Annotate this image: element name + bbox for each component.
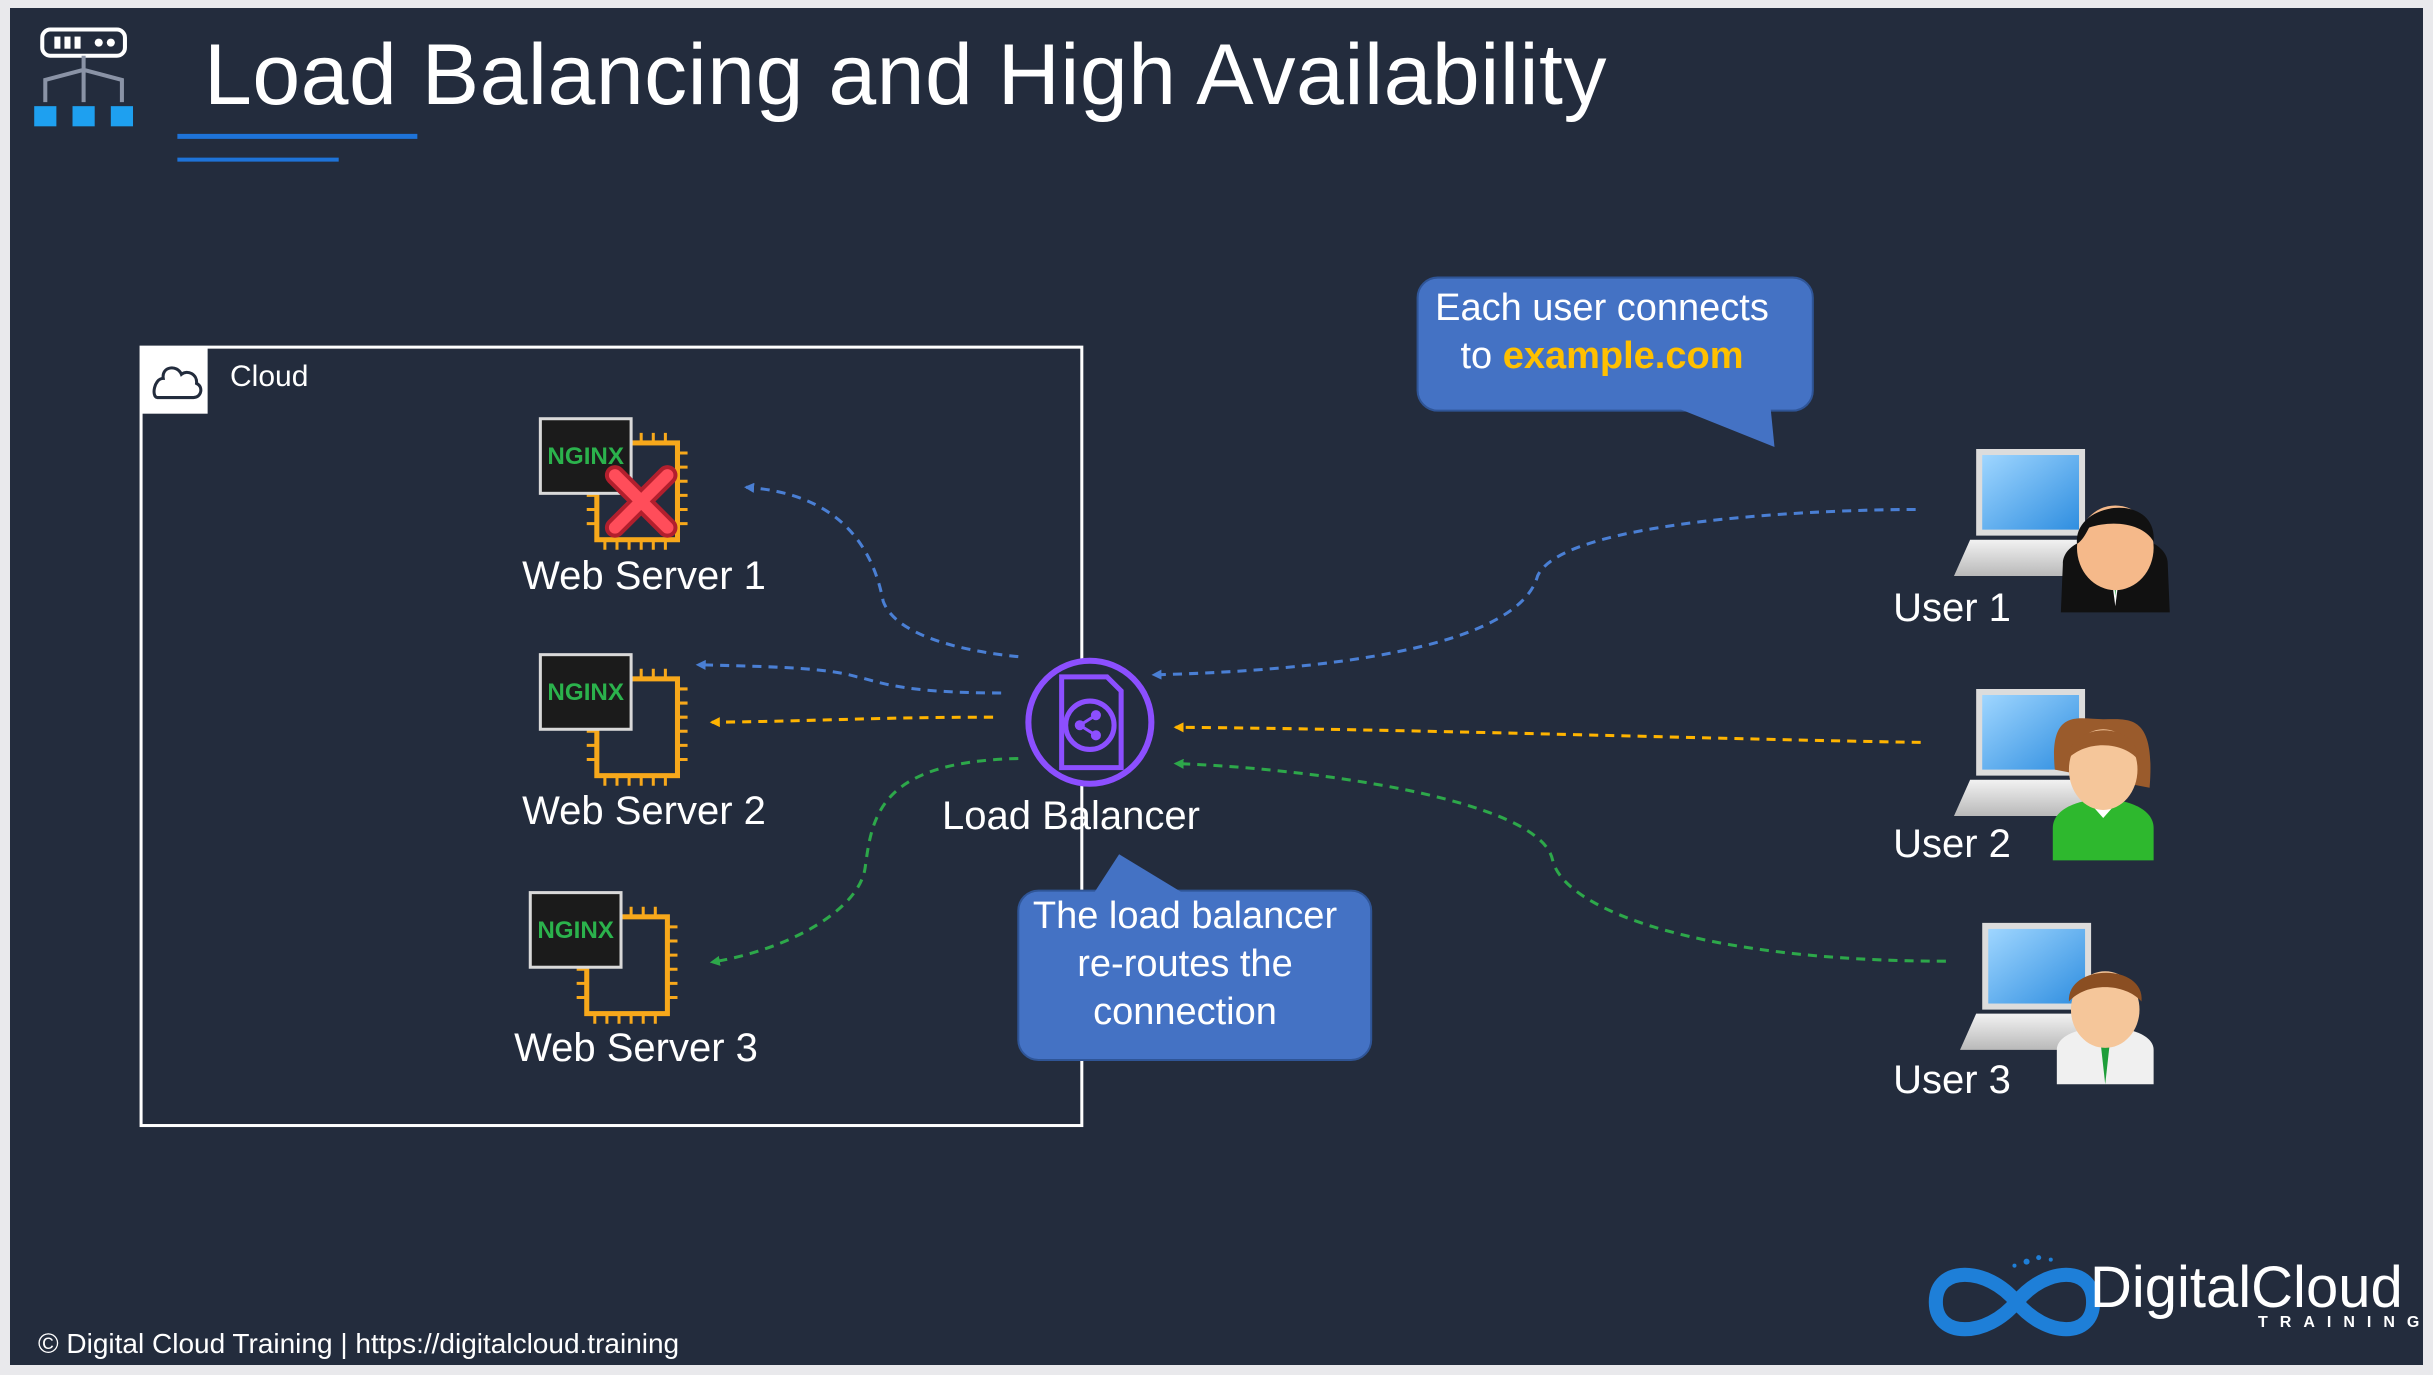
lb-to-server1 <box>744 482 1019 659</box>
digitalcloud-infinity-logo-icon <box>1928 1255 2101 1337</box>
example-com-highlight: example.com <box>1502 335 1744 377</box>
web-server-2-label: Web Server 2 <box>522 789 766 833</box>
user-3-icon <box>1960 922 2154 1085</box>
user-2-label: User 2 <box>1893 822 2011 866</box>
nginx-logo-text: NGINX <box>547 443 624 470</box>
slide: NGINX NGINX NGINX <box>10 8 2423 1365</box>
balancer-callout-bubble <box>1017 854 1373 1062</box>
failed-x-icon <box>604 465 678 538</box>
user1-connection <box>1151 507 1916 680</box>
load-balancer-icon <box>1025 657 1155 787</box>
web-server-1-icon: NGINX <box>538 417 688 550</box>
balancer-callout-text: The load balancer re-routes the connecti… <box>1010 892 1360 1036</box>
users-callout-text: Each user connects to example.com <box>1406 284 1798 380</box>
nginx-logo-text: NGINX <box>547 679 624 706</box>
users-callout-prefix: to <box>1460 335 1503 377</box>
users-callout-line2: to example.com <box>1406 332 1798 380</box>
diagram-canvas: NGINX NGINX NGINX <box>34 27 2170 1337</box>
lb-to-server2 <box>709 715 994 728</box>
web-server-3-label: Web Server 3 <box>514 1026 758 1070</box>
web-server-3-icon: NGINX <box>528 891 678 1024</box>
user-2-icon <box>1953 688 2154 861</box>
cloud-label: Cloud <box>230 360 309 393</box>
user-1-label: User 1 <box>1893 586 2011 630</box>
users-callout-line1: Each user connects <box>1435 287 1769 329</box>
user2-connection <box>1173 722 1921 744</box>
web-server-1-label: Web Server 1 <box>522 554 766 598</box>
lb-to-server2-blue <box>695 659 1002 695</box>
nginx-logo-text: NGINX <box>537 917 614 944</box>
user-1-icon <box>1953 448 2170 613</box>
balancer-callout-line1: The load balancer <box>1032 895 1338 937</box>
brand-tagline: TRAINING <box>2258 1314 2423 1331</box>
user-3-label: User 3 <box>1893 1058 2011 1102</box>
cloud-icon <box>141 347 208 414</box>
web-server-2-icon: NGINX <box>538 653 688 786</box>
balancer-callout-line2: re-routes the <box>1077 943 1293 985</box>
user3-connection <box>1173 758 1946 963</box>
hierarchy-logo-icon <box>34 27 134 127</box>
footer-copyright: © Digital Cloud Training | https://digit… <box>38 1328 680 1359</box>
lb-to-server3 <box>709 757 1019 966</box>
balancer-callout-line3: connection <box>1093 991 1277 1033</box>
slide-title: Load Balancing and High Availability <box>204 27 1607 123</box>
brand-name: DigitalCloud <box>2090 1255 2403 1320</box>
load-balancer-label: Load Balancer <box>942 794 1200 838</box>
users-callout-bubble <box>1416 276 1814 447</box>
